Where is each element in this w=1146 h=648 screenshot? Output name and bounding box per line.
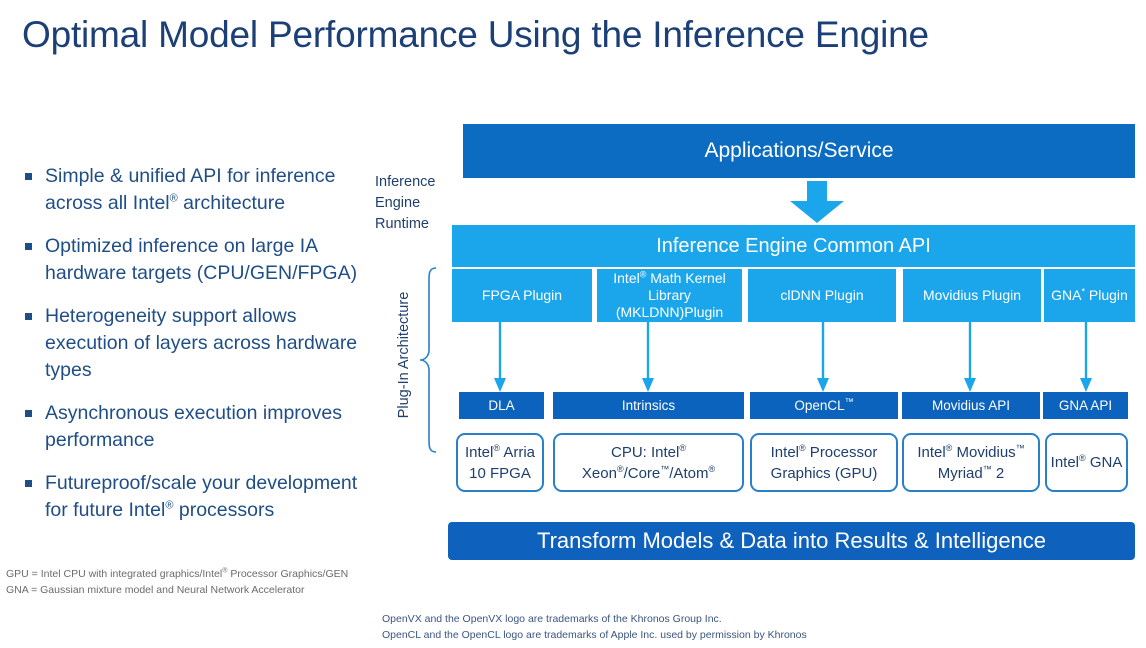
plug-in-architecture-brace: [419, 267, 437, 453]
bullet-marker-icon: [25, 313, 32, 320]
plugin-to-api-arrow-icon: [1080, 322, 1092, 392]
bullet-marker-icon: [25, 480, 32, 487]
page-title: Optimal Model Performance Using the Infe…: [22, 14, 929, 55]
plugin-to-api-arrow-icon: [642, 322, 654, 392]
hardware-box[interactable]: CPU: Intel® Xeon®/Core™/Atom®: [553, 433, 744, 492]
plugin-box[interactable]: clDNN Plugin: [748, 269, 896, 322]
hardware-box[interactable]: Intel® GNA: [1045, 433, 1128, 492]
plugin-box[interactable]: Intel® Math Kernel Library (MKLDNN)Plugi…: [597, 269, 742, 322]
plug-in-architecture-label: Plug-In Architecture: [396, 291, 412, 419]
inference-engine-runtime-label: Inference Engine Runtime: [375, 174, 436, 232]
footnote-trademarks: OpenVX and the OpenVX logo are trademark…: [382, 611, 807, 643]
plugin-box[interactable]: FPGA Plugin: [452, 269, 592, 322]
bullet-text: Futureproof/scale your development for f…: [45, 472, 358, 521]
plugin-box[interactable]: GNA* Plugin: [1044, 269, 1135, 322]
footnote-openvx-trademark: OpenVX and the OpenVX logo are trademark…: [382, 613, 722, 625]
bullet-text: Simple & unified API for inference acros…: [45, 165, 336, 214]
footnote-gna-definition: GNA = Gaussian mixture model and Neural …: [6, 584, 305, 596]
footnote-gpu-definition: GPU = Intel CPU with integrated graphics…: [6, 567, 349, 581]
bullet-item: Optimized inference on large IA hardware…: [18, 233, 368, 287]
bullet-item: Heterogeneity support allows execution o…: [18, 303, 368, 384]
api-box[interactable]: Intrinsics: [553, 392, 744, 419]
footnote-opencl-trademark: OpenCL and the OpenCL logo are trademark…: [382, 629, 807, 641]
hardware-box[interactable]: Intel® Movidius™ Myriad™ 2: [902, 433, 1040, 492]
api-box[interactable]: Movidius API: [902, 392, 1040, 419]
bullet-text: Asynchronous execution improves performa…: [45, 402, 342, 451]
bullet-marker-icon: [25, 410, 32, 417]
api-box[interactable]: DLA: [459, 392, 544, 419]
bullet-item: Simple & unified API for inference acros…: [18, 163, 368, 217]
down-arrow-icon: [790, 181, 844, 223]
plugin-to-api-arrow-icon: [817, 322, 829, 392]
api-box[interactable]: GNA API: [1043, 392, 1128, 419]
bullet-text: Heterogeneity support allows execution o…: [45, 305, 358, 381]
bullet-list: Simple & unified API for inference acros…: [18, 163, 368, 540]
bullet-item: Asynchronous execution improves performa…: [18, 400, 368, 454]
plug-in-architecture-label-wrap: Plug-In Architecture: [392, 268, 416, 450]
api-box[interactable]: OpenCL™: [750, 392, 898, 419]
applications-service-box[interactable]: Applications/Service: [463, 124, 1135, 178]
plugin-to-api-arrow-icon: [494, 322, 506, 392]
hardware-box[interactable]: Intel® Processor Graphics (GPU): [750, 433, 898, 492]
bullet-marker-icon: [25, 173, 32, 180]
footnote-definitions: GPU = Intel CPU with integrated graphics…: [6, 566, 348, 598]
bullet-text: Optimized inference on large IA hardware…: [45, 235, 358, 284]
plugin-box[interactable]: Movidius Plugin: [903, 269, 1041, 322]
hardware-box[interactable]: Intel® Arria 10 FPGA: [456, 433, 544, 492]
transform-banner[interactable]: Transform Models & Data into Results & I…: [448, 522, 1135, 560]
bullet-marker-icon: [25, 243, 32, 250]
inference-engine-common-api-box[interactable]: Inference Engine Common API: [452, 225, 1135, 267]
bullet-item: Futureproof/scale your development for f…: [18, 470, 368, 524]
plugin-to-api-arrow-icon: [964, 322, 976, 392]
